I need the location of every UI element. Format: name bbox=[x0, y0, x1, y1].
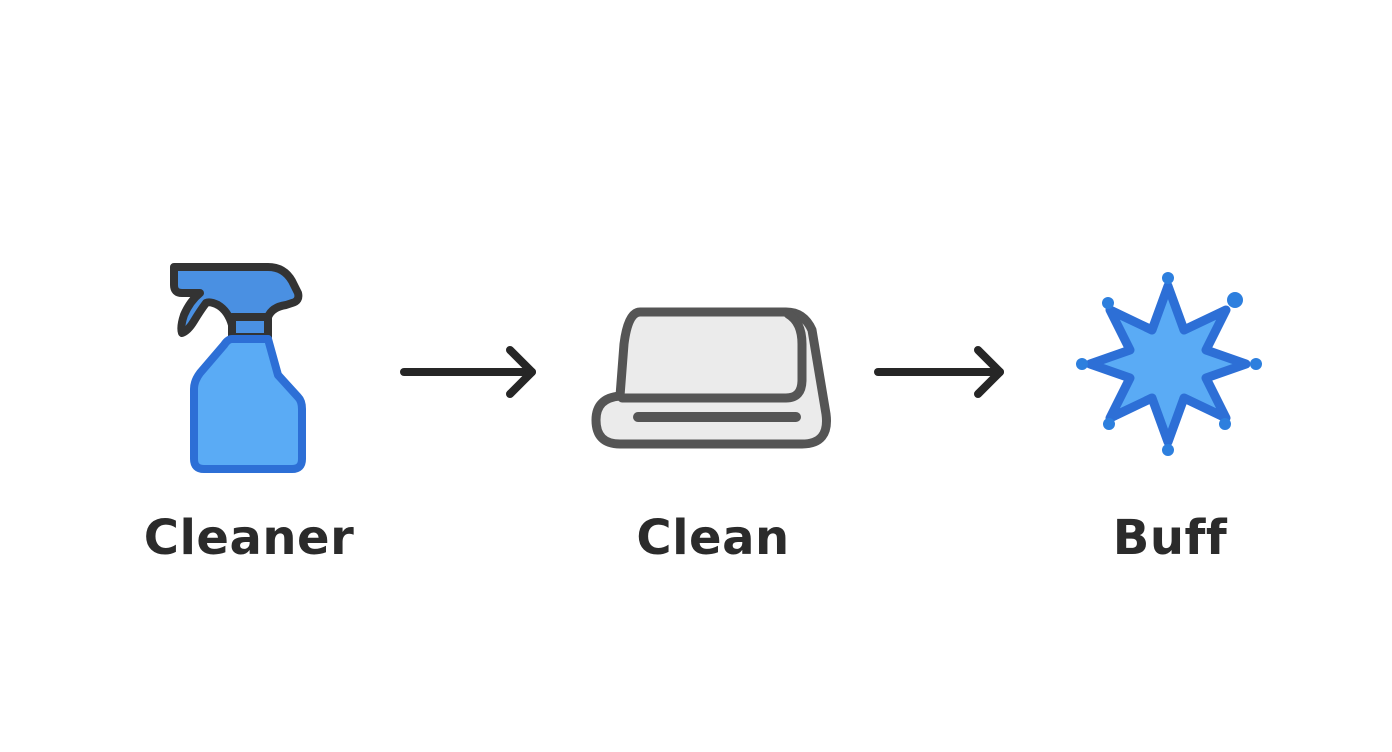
spray-bottle-icon bbox=[170, 263, 306, 473]
step-label-cleaner: Cleaner bbox=[143, 510, 355, 566]
step-label-clean: Clean bbox=[636, 510, 790, 566]
step-label-buff: Buff bbox=[1112, 510, 1228, 566]
arrow-right-icon bbox=[874, 346, 1004, 398]
folded-towel-icon bbox=[591, 307, 831, 449]
sparkle-star-icon bbox=[1076, 272, 1262, 456]
arrow-right-icon bbox=[400, 346, 536, 398]
